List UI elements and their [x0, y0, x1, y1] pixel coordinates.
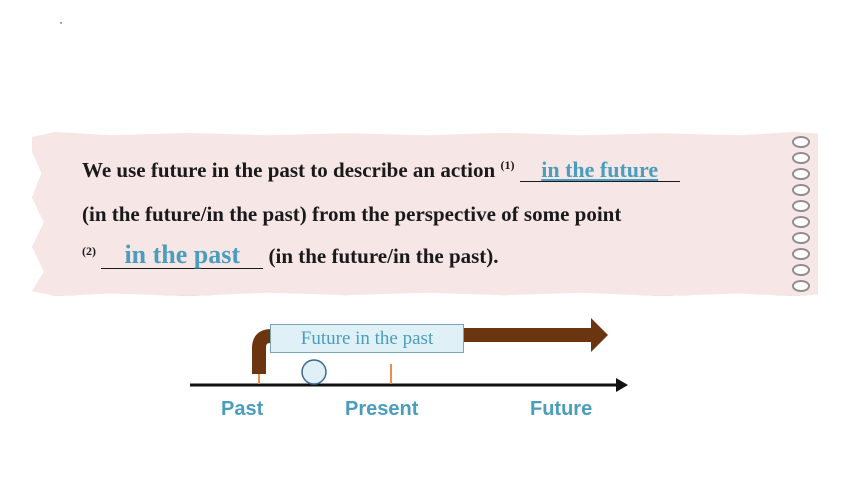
future-in-the-past-box: Future in the past — [270, 324, 464, 353]
blank-2-number: (2) — [82, 244, 96, 258]
line2-text: (in the future/in the past) from the per… — [82, 202, 622, 226]
label-future: Future — [530, 398, 593, 420]
ring-icon — [792, 216, 810, 228]
ring-icon — [792, 264, 810, 276]
line1-text: We use future in the past to describe an… — [82, 158, 501, 182]
arrow-shaft — [463, 328, 591, 342]
sentence-line-1: We use future in the past to describe an… — [82, 158, 680, 183]
point-circle-icon — [301, 359, 327, 385]
arrow-head-icon — [591, 318, 608, 352]
ring-icon — [792, 232, 810, 244]
answer-2: in the past — [124, 240, 241, 269]
blank-2: in the past — [101, 240, 264, 269]
blank-1: in the future — [519, 157, 680, 182]
stray-dot — [60, 22, 62, 24]
ring-icon — [792, 152, 810, 164]
sentence-line-2: (in the future/in the past) from the per… — [82, 202, 621, 227]
label-past: Past — [221, 398, 264, 420]
ring-icon — [792, 200, 810, 212]
ring-icon — [792, 184, 810, 196]
timeline-arrowhead — [616, 378, 628, 392]
ring-icon — [792, 280, 810, 292]
answer-1: in the future — [541, 157, 659, 182]
timeline-diagram — [190, 318, 628, 392]
label-present: Present — [345, 398, 419, 420]
line3-text: (in the future/in the past). — [263, 244, 499, 268]
notebook-rings — [788, 136, 812, 296]
ring-icon — [792, 168, 810, 180]
ring-icon — [792, 136, 810, 148]
sentence-line-3: (2) in the past (in the future/in the pa… — [82, 242, 499, 269]
ring-icon — [792, 248, 810, 260]
blank-1-number: (1) — [500, 158, 515, 172]
